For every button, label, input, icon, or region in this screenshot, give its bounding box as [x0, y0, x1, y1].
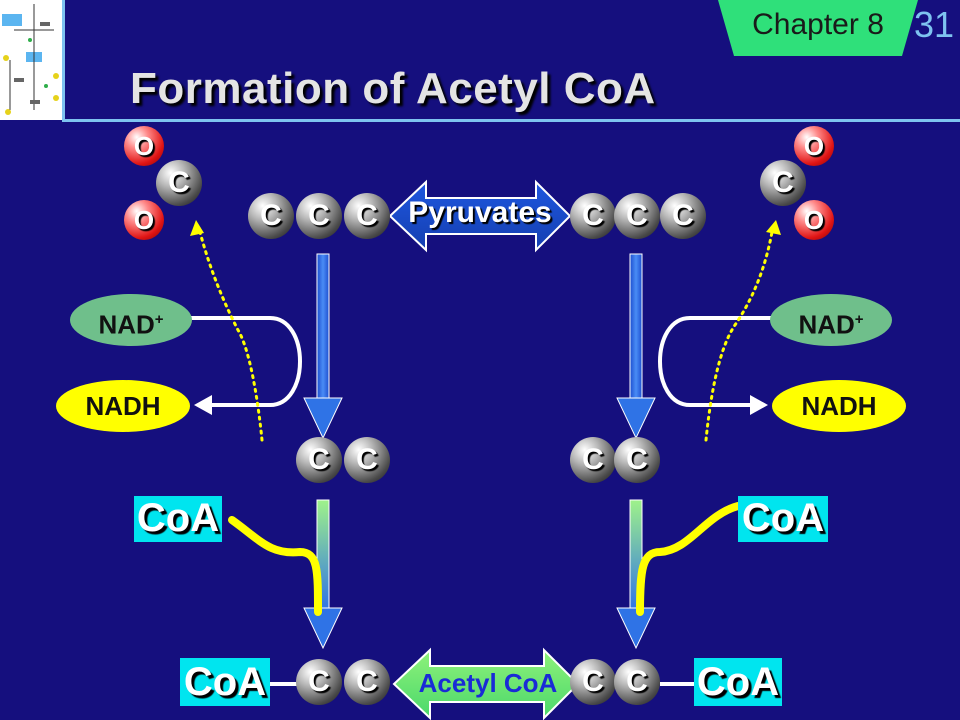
nad-plus-right: NAD+ [770, 294, 892, 346]
pyruvate-right-carbon-3: C [660, 193, 706, 239]
acetyl-coa-left-carbon-2: C [344, 659, 390, 705]
coa-link-left [228, 516, 322, 616]
flow-arrow-left-top [303, 253, 343, 440]
chapter-tab [718, 0, 918, 56]
co2-right-oxygen-top: O [794, 126, 834, 166]
nad-plus-left-text: NAD [98, 309, 155, 340]
flow-arrow-right-bottom [616, 499, 656, 650]
nad-reduction-arrow-left [190, 316, 302, 407]
nadh-right: NADH [772, 380, 906, 432]
co2-release-arrow-right [704, 230, 774, 442]
nad-reduction-arrow-right [658, 316, 772, 407]
nad-plus-left: NAD+ [70, 294, 192, 346]
co2-left-oxygen-bottom: O [124, 200, 164, 240]
co2-release-arrowhead-right [766, 220, 781, 235]
coa-left-middle: CoA [134, 496, 222, 542]
chapter-label: Chapter 8 [752, 8, 884, 41]
co2-release-arrowhead-left [190, 220, 204, 236]
page-number: 31 [914, 4, 955, 45]
nad-plus-left-charge: + [154, 311, 164, 328]
header-rule-vertical [62, 0, 65, 120]
slide-title: Formation of Acetyl CoA [130, 64, 656, 113]
pyruvate-right-carbon-2: C [614, 193, 660, 239]
acetyl-coa-right-carbon-1: C [570, 659, 616, 705]
acetyl-right-carbon-2: C [614, 437, 660, 483]
pathway-thumbnail [0, 0, 62, 120]
pyruvate-right-carbon-1: C [570, 193, 616, 239]
nadh-left: NADH [56, 380, 190, 432]
coa-left-bottom: CoA [180, 658, 270, 706]
header-rule-horizontal [62, 119, 960, 122]
pathway-thumbnail-graphic [2, 4, 59, 115]
acetyl-coa-right-carbon-2: C [614, 659, 660, 705]
acetyl-left-carbon-2: C [344, 437, 390, 483]
pyruvate-left-carbon-1: C [248, 193, 294, 239]
co2-right-carbon: C [760, 160, 806, 206]
co2-left-oxygen-top: O [124, 126, 164, 166]
pyruvate-left-carbon-2: C [296, 193, 342, 239]
nad-reduction-arrowhead-left [194, 395, 212, 415]
co2-release-arrow-left [198, 230, 264, 442]
nad-plus-right-text: NAD [798, 309, 855, 340]
pyruvates-label: Pyruvates [408, 196, 552, 229]
flow-arrow-left-bottom [303, 499, 343, 650]
co2-right-oxygen-bottom: O [794, 200, 834, 240]
nad-reduction-arrowhead-right [750, 395, 768, 415]
acetyl-coa-left-carbon-1: C [296, 659, 342, 705]
coa-link-right [636, 502, 742, 616]
co2-left-carbon: C [156, 160, 202, 206]
acetyl-left-carbon-1: C [296, 437, 342, 483]
acetyl-right-carbon-1: C [570, 437, 616, 483]
flow-arrow-right-top [616, 253, 656, 440]
coa-right-middle: CoA [738, 496, 828, 542]
nad-plus-right-charge: + [854, 311, 864, 328]
acetyl-coa-label: Acetyl CoA [418, 668, 558, 698]
coa-right-bottom: CoA [694, 658, 782, 706]
pyruvate-left-carbon-3: C [344, 193, 390, 239]
